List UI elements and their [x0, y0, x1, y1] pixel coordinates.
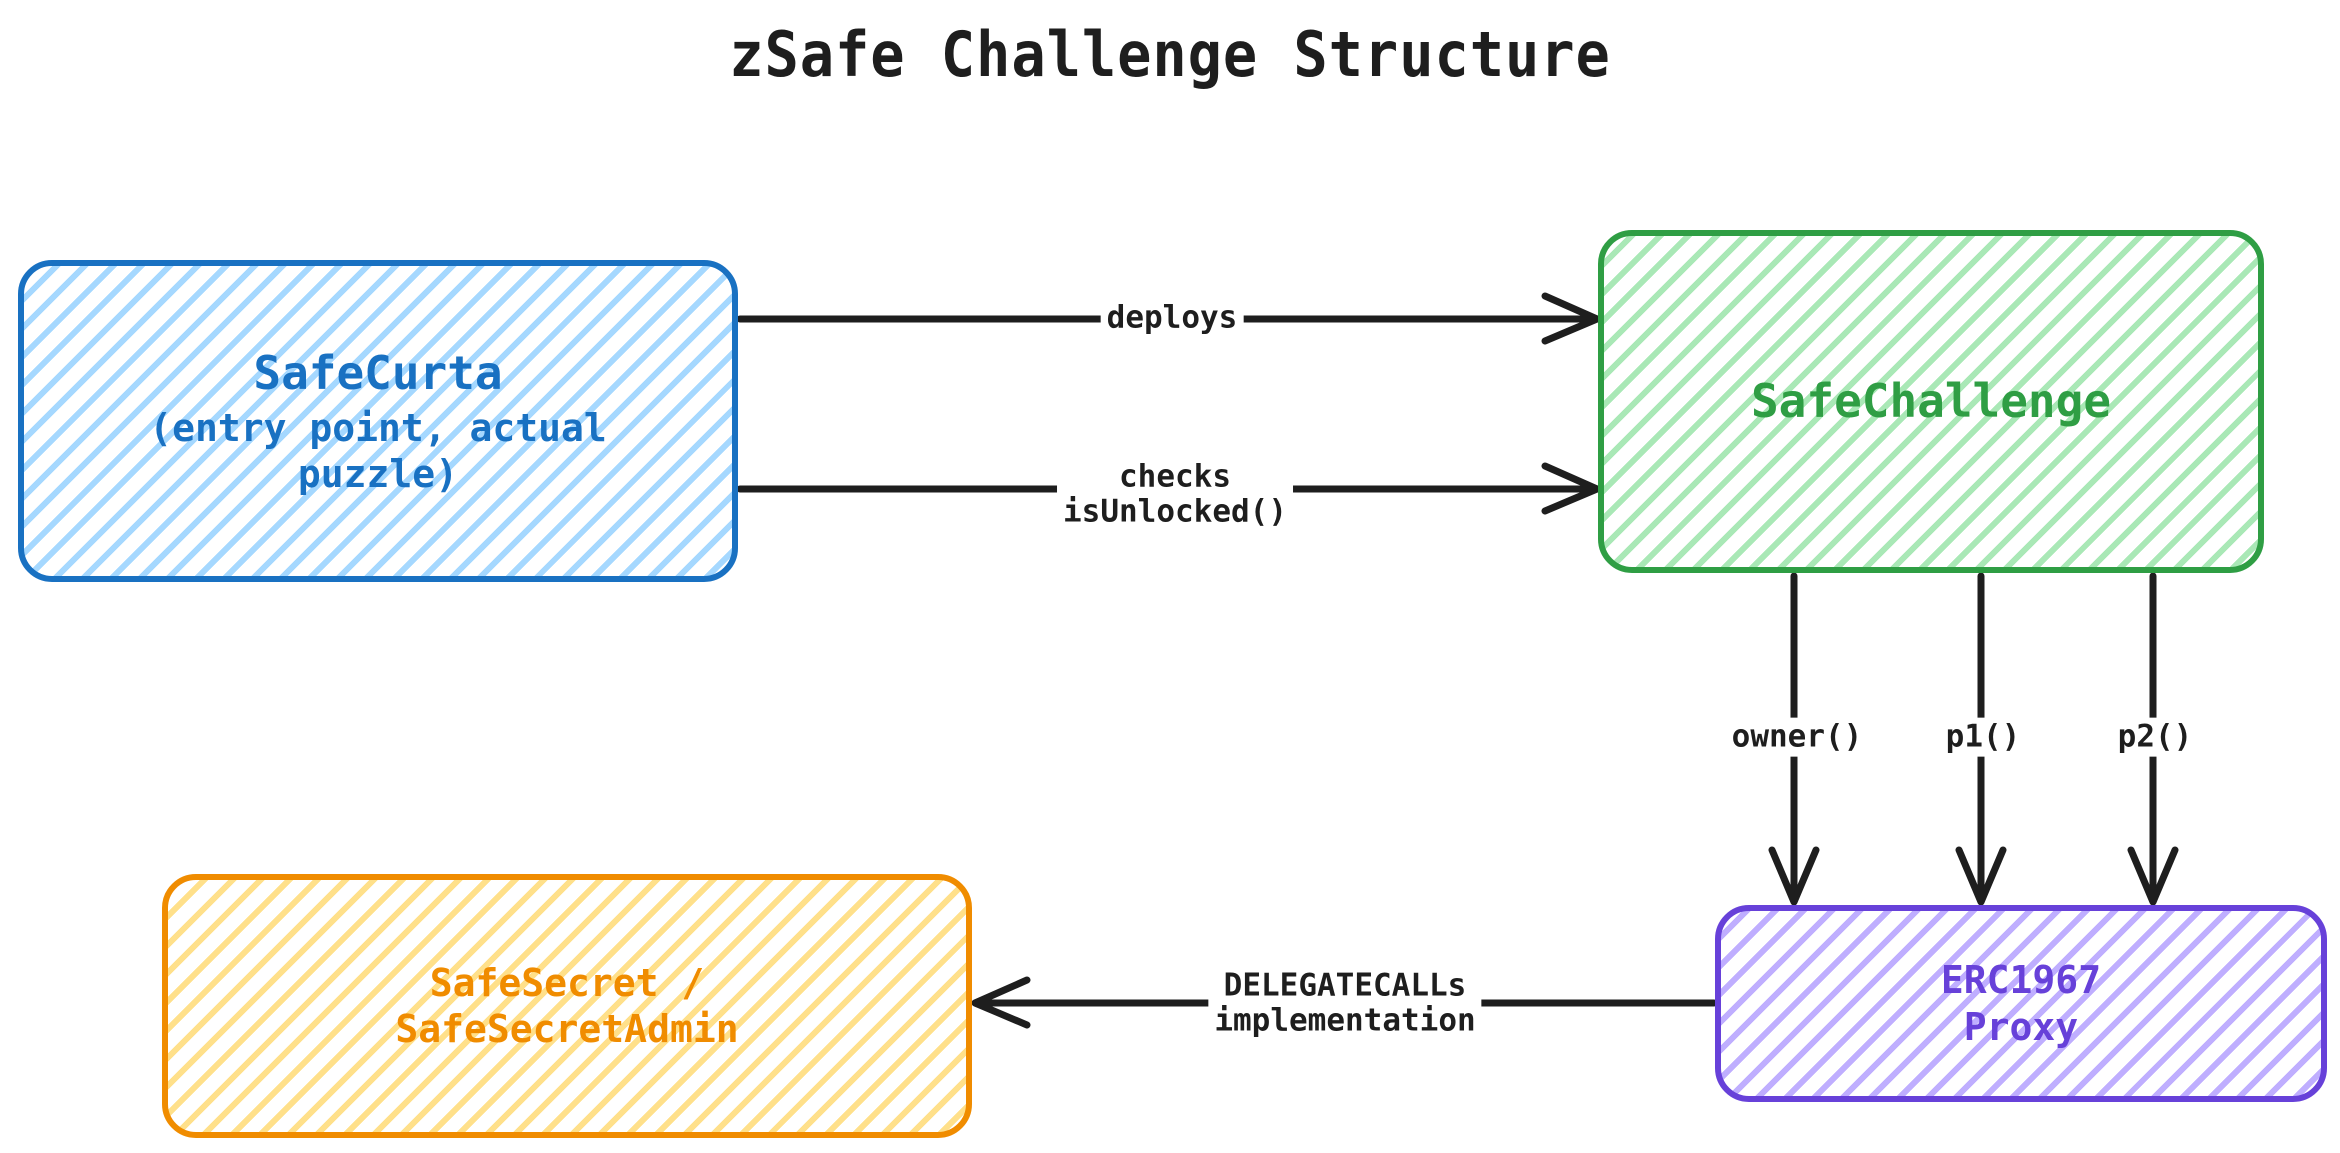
edge-label-p1: p1() [1939, 717, 2027, 757]
edge-label-checks-isunlocked: checks isUnlocked() [1057, 457, 1293, 531]
page-title: zSafe Challenge Structure [729, 18, 1611, 91]
node-safecurta-title: SafeCurta [253, 345, 503, 400]
node-safesecret[interactable]: SafeSecret / SafeSecretAdmin [162, 874, 972, 1138]
node-safesecret-title: SafeSecret / SafeSecretAdmin [395, 960, 739, 1051]
edge-label-p2: p2() [2111, 717, 2199, 757]
node-erc1967-proxy-title: ERC1967 Proxy [1940, 958, 2102, 1049]
node-safecurta-subtitle: (entry point, actual puzzle) [149, 405, 607, 497]
edge-label-deploys: deploys [1100, 298, 1244, 338]
node-erc1967-proxy[interactable]: ERC1967 Proxy [1715, 905, 2327, 1102]
node-safechallenge[interactable]: SafeChallenge [1598, 230, 2264, 573]
edge-label-owner: owner() [1725, 717, 1869, 757]
node-safechallenge-title: SafeChallenge [1750, 374, 2112, 429]
edge-label-delegatecalls: DELEGATECALLs implementation [1208, 966, 1482, 1040]
node-safecurta[interactable]: SafeCurta (entry point, actual puzzle) [18, 260, 738, 582]
